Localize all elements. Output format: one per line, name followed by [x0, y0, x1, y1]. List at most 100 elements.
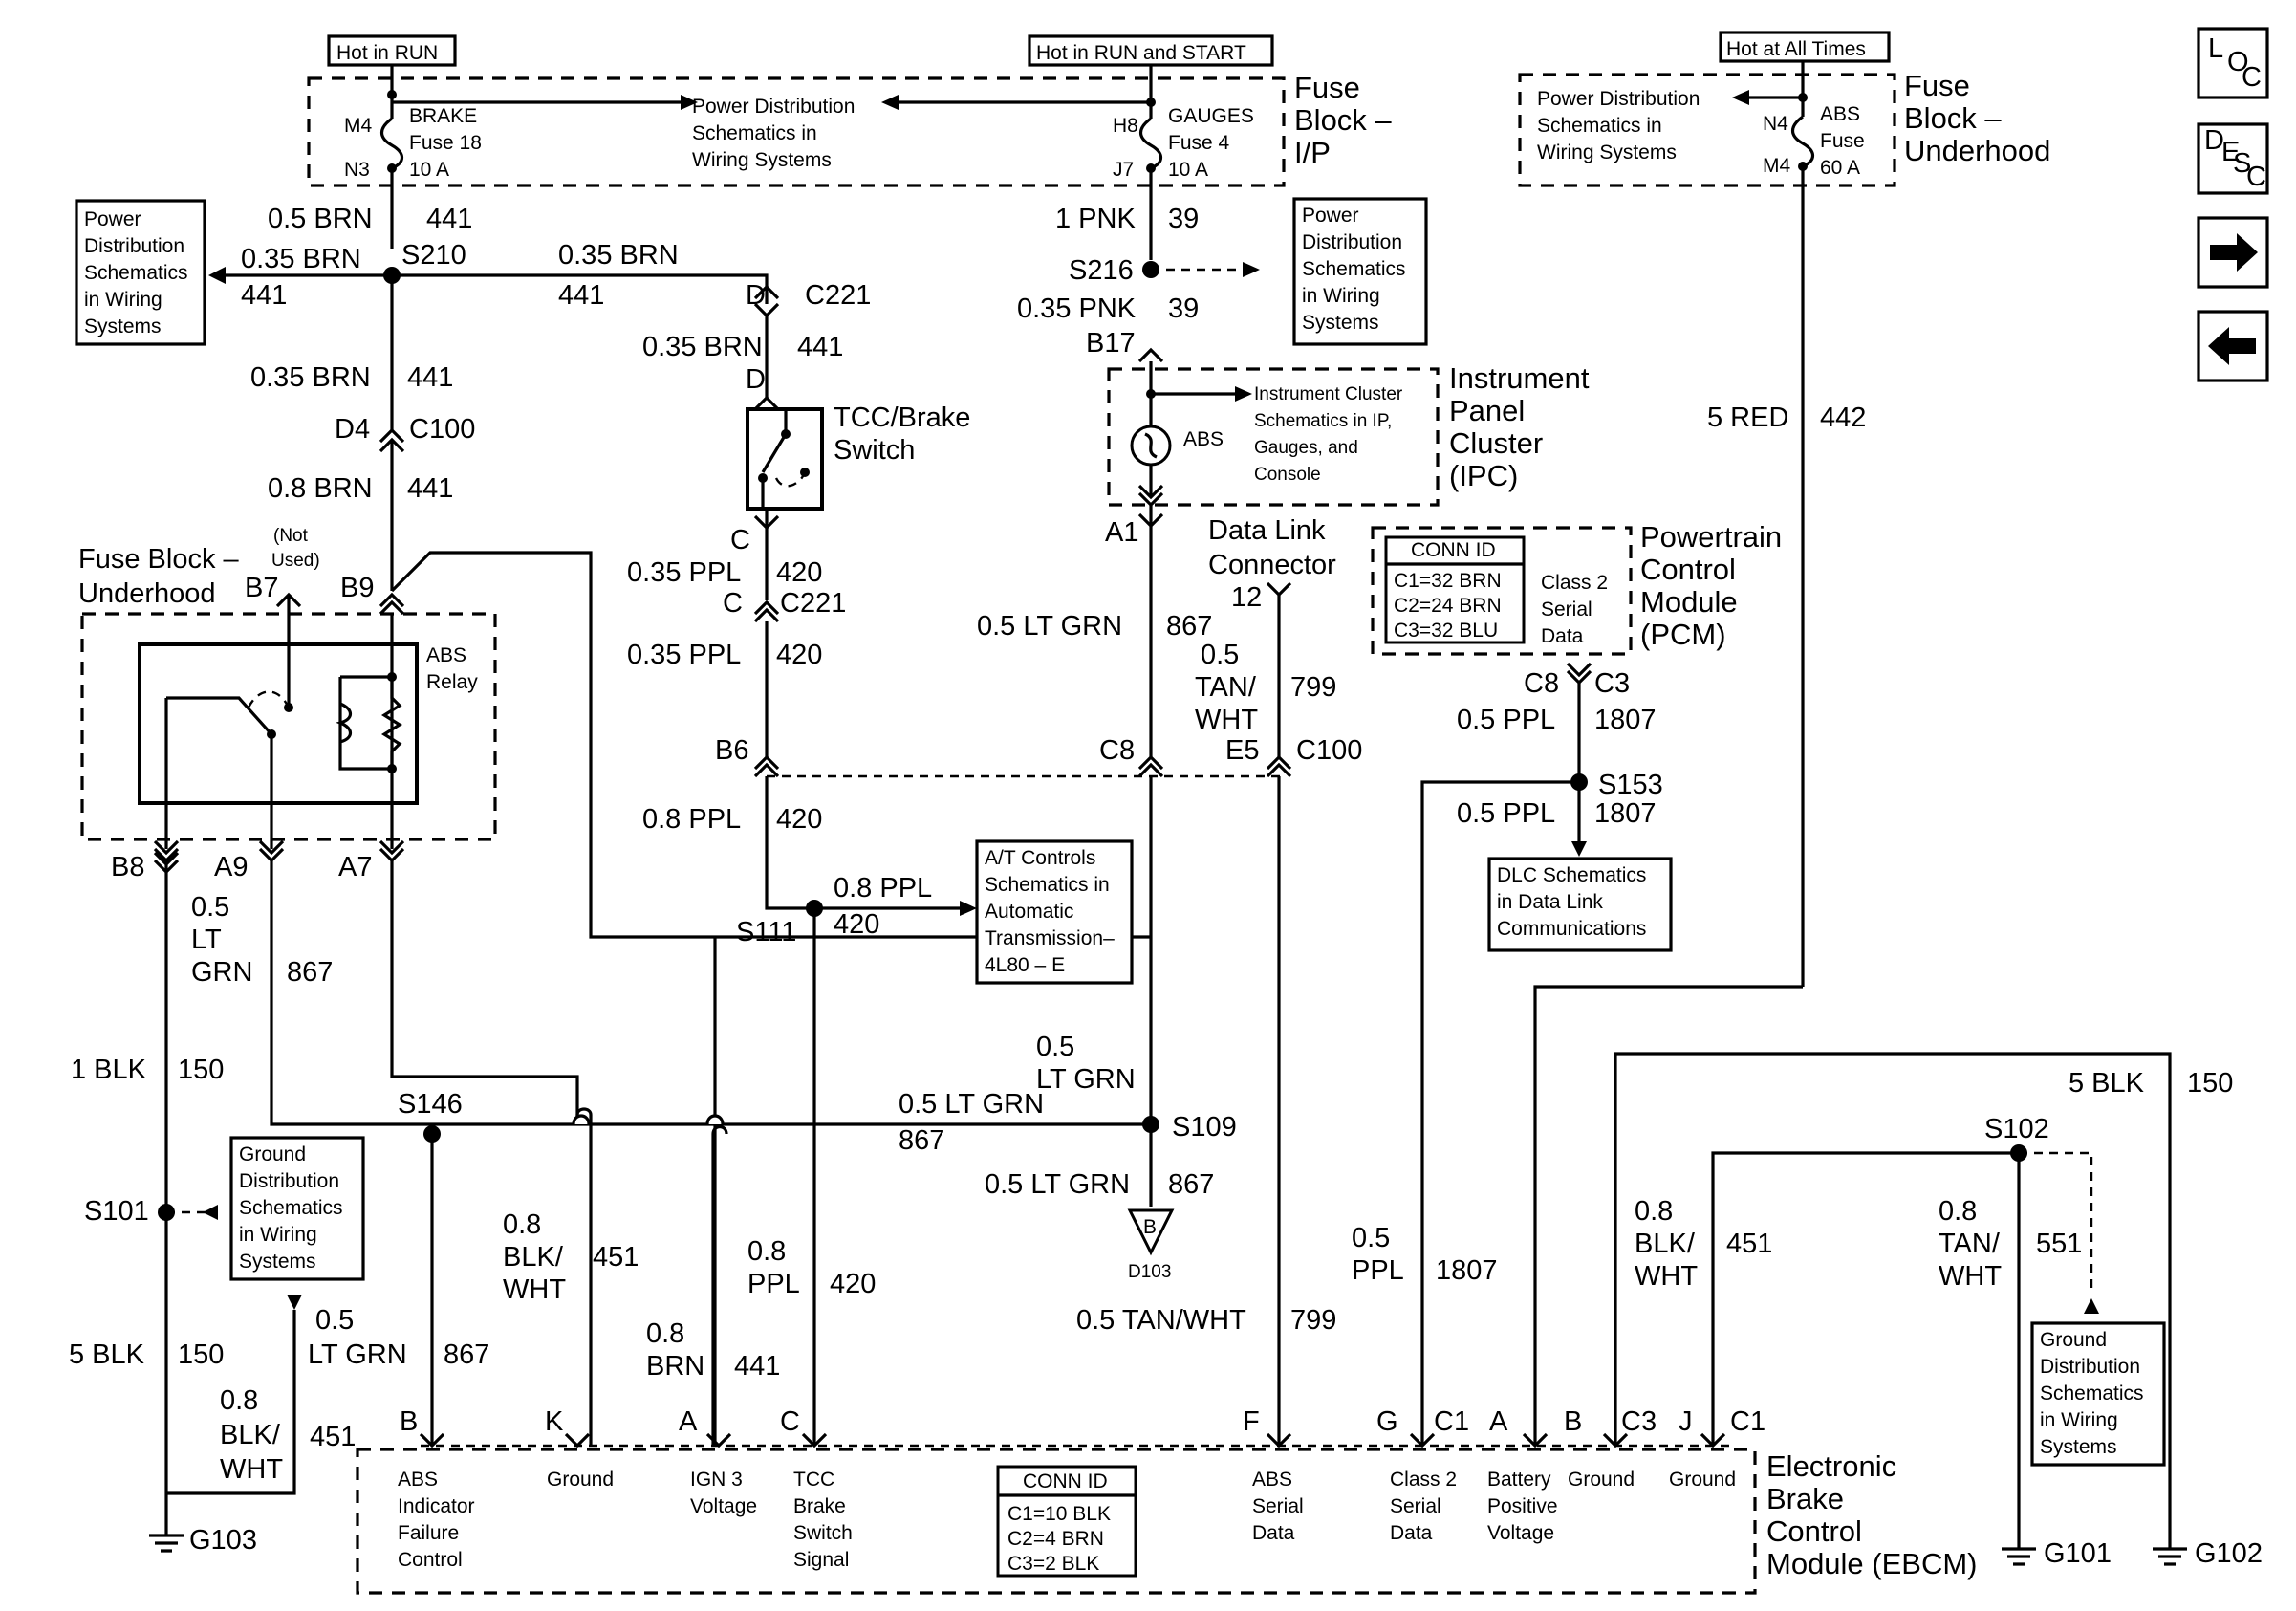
ebcm-class2-1: Class 2 — [1390, 1469, 1457, 1491]
ebcm-title-4: Module (EBCM) — [1766, 1547, 1978, 1580]
pcm-class2-2: Serial — [1541, 599, 1592, 620]
ipc-label-2: Panel — [1449, 394, 1525, 427]
desc-letter-3: S — [2233, 148, 2251, 179]
wire-0.35-pnk: 0.35 PNK — [1017, 294, 1137, 324]
ebcm-pin-c3: C3 — [1621, 1406, 1657, 1437]
wire-1-blk: 1 BLK — [71, 1055, 147, 1085]
ebcm-tcc-2: Brake — [793, 1495, 846, 1517]
wire-tanwht-2: TAN/ — [1195, 672, 1257, 703]
ebcm-abs-ind-3: Failure — [398, 1522, 459, 1544]
ebcm-pin-b2: B — [1564, 1406, 1582, 1437]
svg-text:C1=10 BLK: C1=10 BLK — [1007, 1503, 1111, 1525]
circuit-451-b: 451 — [593, 1242, 639, 1273]
wire-blkwht-right-2: BLK/ — [1635, 1229, 1696, 1259]
svg-text:in Wiring: in Wiring — [2040, 1409, 2118, 1431]
loc-button[interactable]: L O C — [2197, 27, 2269, 99]
wire-blkwht-mid-2: BLK/ — [503, 1242, 564, 1273]
connector-c100-left: C100 — [409, 414, 475, 445]
svg-text:Schematics: Schematics — [1302, 258, 1406, 280]
pd-center-3: Wiring Systems — [692, 149, 832, 171]
svg-text:Distribution: Distribution — [239, 1170, 339, 1192]
wire-blkwht-mid-1: 0.8 — [503, 1209, 541, 1240]
circuit-451-a: 451 — [310, 1422, 356, 1452]
wire-tanwht-right-1: 0.8 — [1939, 1196, 1977, 1227]
svg-text:Fuse: Fuse — [1820, 130, 1865, 152]
svg-text:J7: J7 — [1113, 159, 1134, 181]
d103-triangle-icon: B D103 — [1127, 1208, 1175, 1282]
circuit-867-b: 867 — [444, 1339, 489, 1370]
svg-text:ABS: ABS — [1820, 103, 1860, 125]
desc-button[interactable]: D E S C — [2197, 122, 2269, 195]
wire-0.5-ltgrn-d103: 0.5 LT GRN — [985, 1169, 1130, 1200]
wire-0.5-ltgrn-2: LT GRN — [308, 1339, 407, 1370]
dlc-label-1: Data Link — [1208, 515, 1326, 546]
wire-blkwht-1: 0.8 — [220, 1385, 258, 1416]
svg-text:Relay: Relay — [426, 671, 478, 693]
svg-text:in Wiring: in Wiring — [239, 1224, 317, 1246]
ebcm-pin-j: J — [1679, 1406, 1693, 1437]
svg-text:Distribution: Distribution — [1302, 231, 1402, 253]
not-used-1: (Not — [273, 526, 309, 546]
svg-text:10 A: 10 A — [1168, 159, 1208, 181]
pd-box-ipc: Power Distribution Schematics in Wiring … — [1292, 197, 1428, 346]
ebcm-title-3: Control — [1766, 1514, 1862, 1548]
ground-g101: G101 — [2002, 1534, 2112, 1569]
wire-0.5-ltgrn-mid: 0.5 LT GRN — [899, 1089, 1044, 1120]
ipc-label-4: (IPC) — [1449, 459, 1518, 492]
ebcm-pin-c: C — [780, 1406, 800, 1437]
fuse-block-ip-label-2: Block – — [1294, 103, 1392, 137]
wire-brn-mid-2: BRN — [646, 1351, 704, 1382]
wire-0.35-ppl-b: 0.35 PPL — [627, 640, 741, 670]
ebcm-ground-2: Ground — [1568, 1469, 1635, 1491]
ebcm-conn-id-box: CONN ID C1=10 BLK C2=4 BRN C3=2 BLK — [996, 1465, 1137, 1578]
pd-right-3: Wiring Systems — [1537, 142, 1677, 163]
svg-text:Schematics: Schematics — [2040, 1382, 2144, 1404]
pd-right-2: Schematics in — [1537, 115, 1662, 137]
svg-text:Hot at All Times: Hot at All Times — [1726, 38, 1866, 60]
gd-box-left: Ground Distribution Schematics in Wiring… — [229, 1136, 365, 1281]
svg-text:Systems: Systems — [239, 1251, 316, 1273]
wire-tanwht-ebcm: 0.5 TAN/WHT — [1076, 1305, 1246, 1336]
pin-a7: A7 — [338, 852, 372, 882]
dlc-label-2: Connector — [1208, 550, 1336, 580]
ebcm-abs-serial-2: Serial — [1252, 1495, 1304, 1517]
ebcm-ign3-2: Voltage — [690, 1495, 757, 1517]
ebcm-pin-c1-b: C1 — [1730, 1406, 1765, 1437]
svg-text:N4: N4 — [1763, 113, 1788, 135]
wire-ppl-ebcm-2: PPL — [1352, 1255, 1404, 1286]
wire-blkwht-2: BLK/ — [220, 1420, 281, 1450]
circuit-441-d: 441 — [407, 473, 453, 504]
svg-text:C2=24 BRN: C2=24 BRN — [1394, 595, 1502, 617]
wire-blkwht-right-3: WHT — [1635, 1261, 1698, 1292]
fuse-block-underhood-top — [1518, 73, 1896, 187]
pcm-label-2: Control — [1640, 553, 1736, 586]
ebcm-pin-a2: A — [1489, 1406, 1508, 1437]
ebcm-ign3-1: IGN 3 — [690, 1469, 743, 1491]
back-button[interactable] — [2197, 310, 2269, 382]
pd-box-left: Power Distribution Schematics in Wiring … — [75, 199, 206, 346]
svg-text:Systems: Systems — [2040, 1436, 2117, 1458]
svg-text:4L80 – E: 4L80 – E — [985, 954, 1065, 976]
wire-0.5-ppl-dlc: 0.5 PPL — [1457, 798, 1555, 829]
pin-d-top: D — [746, 280, 766, 311]
pin-b9: B9 — [340, 573, 374, 603]
wire-ltgrn-ipc-b1: 0.5 — [1036, 1032, 1074, 1062]
circuit-1807-a: 1807 — [1594, 705, 1657, 735]
ebcm-pin-c1-a: C1 — [1434, 1406, 1469, 1437]
splice-s153: S153 — [1598, 770, 1663, 800]
ic-schem-4: Console — [1254, 465, 1321, 485]
ground-g102: G102 — [2153, 1534, 2263, 1569]
svg-text:Hot in RUN and START: Hot in RUN and START — [1036, 42, 1246, 64]
circuit-39-a: 39 — [1168, 204, 1199, 234]
tcc-switch-label-1: TCC/Brake — [834, 403, 970, 433]
desc-letter-4: C — [2246, 162, 2266, 192]
wire-tanwht-1: 0.5 — [1201, 640, 1239, 670]
abs-indicator-lamp-icon: ABS — [1130, 425, 1224, 467]
circuit-867-d103: 867 — [1168, 1169, 1214, 1200]
svg-text:BRAKE: BRAKE — [409, 105, 477, 127]
svg-text:Power: Power — [1302, 205, 1359, 227]
ebcm-class2-3: Data — [1390, 1522, 1433, 1544]
wire-blkwht-right-1: 0.8 — [1635, 1196, 1673, 1227]
forward-button[interactable] — [2197, 216, 2269, 289]
